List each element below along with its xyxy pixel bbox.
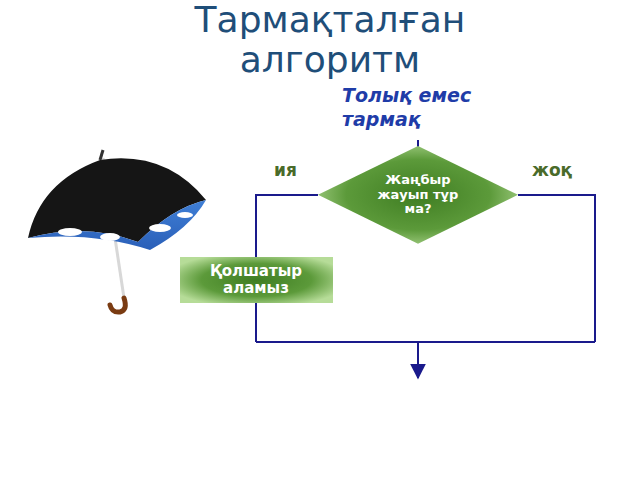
cloud [58,228,82,236]
umbrella [28,150,206,312]
cloud [149,224,171,232]
exit-arrow [417,342,419,378]
connector [256,195,318,257]
node-text: Қолшатыр аламыз [186,263,327,298]
decision-diamond: Жаңбыр жауып тұр ма? [318,146,518,244]
no-branch-line [518,195,595,342]
umbrella-underside [28,200,206,250]
diamond-shape [318,146,518,244]
cloud [177,212,193,218]
umbrella-tip [100,150,103,160]
node-text: Жаңбыр жауып тұр ма? [368,173,468,218]
yes-branch-return [255,303,257,342]
branch-type-caption: Толық емес тармақ [342,84,517,132]
process-box: Қолшатыр аламыз [180,257,333,303]
yes-label: ия [272,160,299,180]
box-shape [180,257,333,303]
cloud [100,233,120,241]
slide-title: Тармақталған алгоритм [160,0,500,80]
merge-line [256,341,595,343]
no-label: жоқ [532,160,592,181]
umbrella-handle [110,298,125,312]
